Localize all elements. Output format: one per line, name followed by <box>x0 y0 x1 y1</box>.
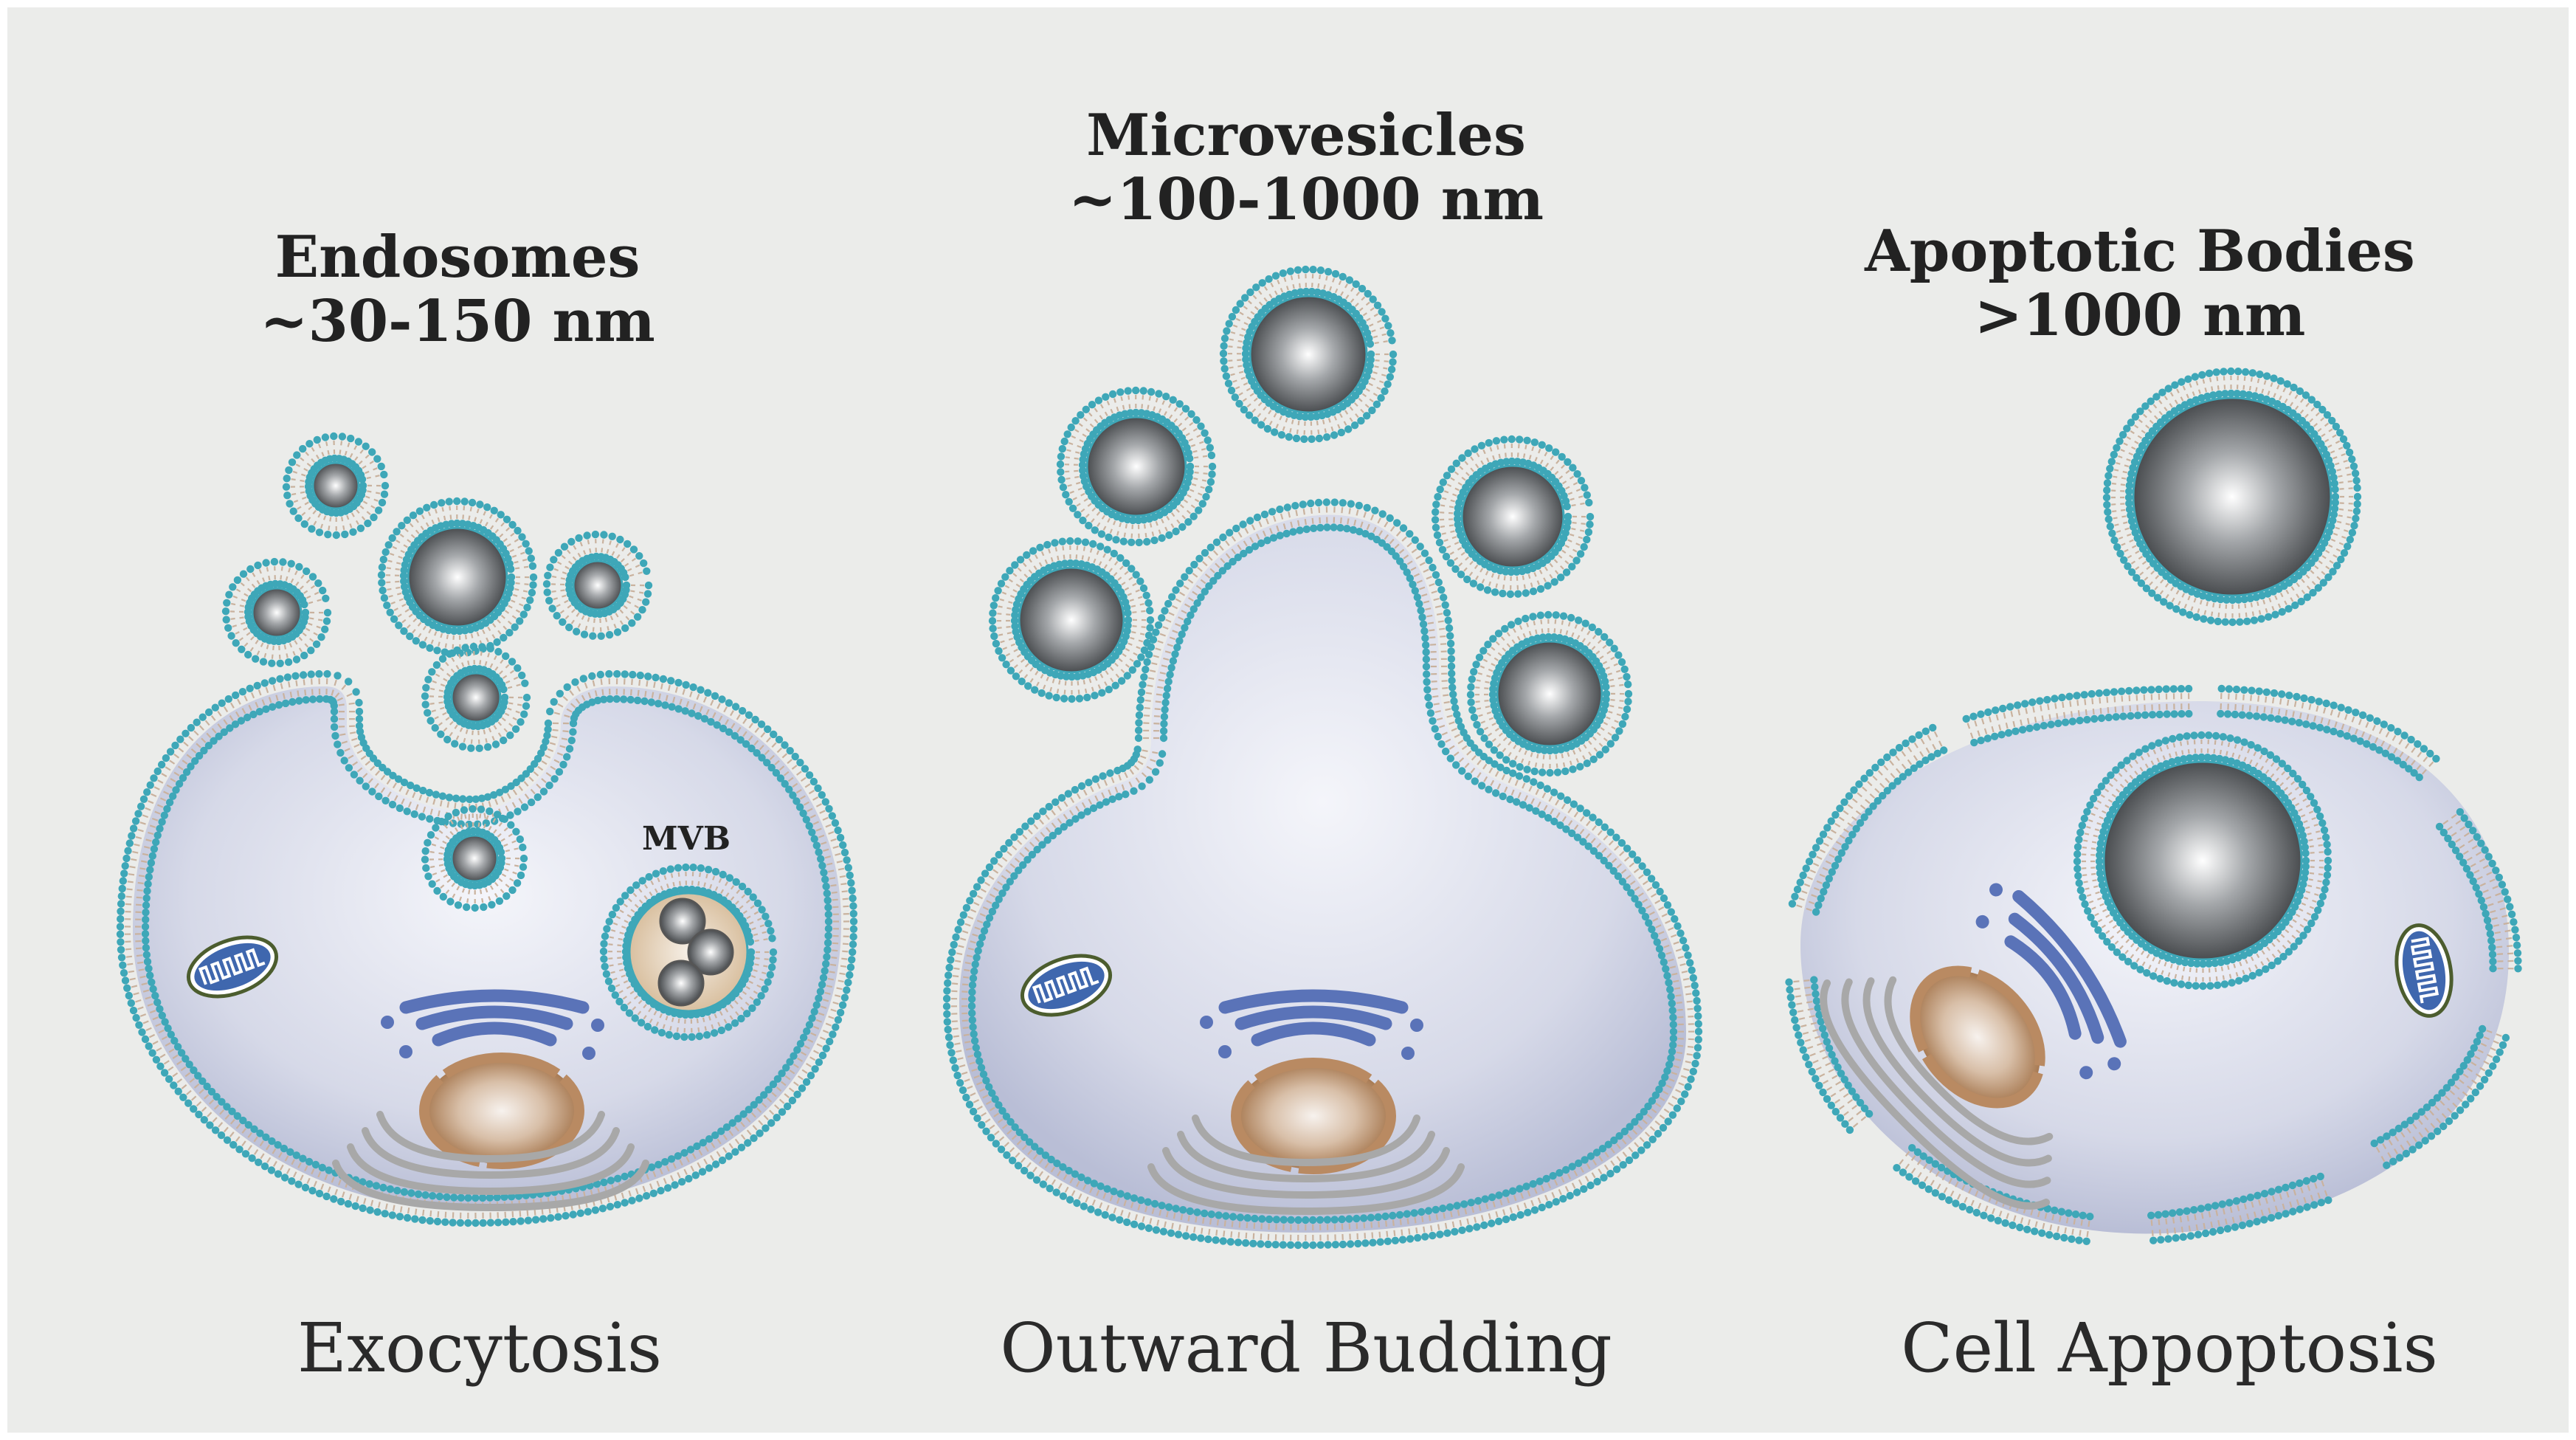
microvesicle-2 <box>1056 386 1217 547</box>
endosome-5-membrane <box>421 642 531 752</box>
mvb-label: MVB <box>641 820 731 858</box>
endosome-1 <box>282 432 390 540</box>
golgi-2 <box>1200 989 1423 1060</box>
cell-apoptosis-membrane-fragment-8 <box>1785 976 1874 1134</box>
er-2 <box>1147 1115 1465 1216</box>
microvesicle-4-membrane <box>988 537 1155 703</box>
caption-outward-budding: Outward Budding <box>1000 1309 1612 1388</box>
endosome-3-membrane <box>542 530 653 640</box>
microvesicle-5-membrane <box>1466 610 1633 777</box>
endosome-6 <box>421 805 528 912</box>
microvesicle-5-core <box>1496 640 1603 748</box>
heading-endosomes: Endosomes ~30-150 nm <box>199 225 716 354</box>
microvesicle-4-core <box>1018 566 1125 674</box>
endosome-5 <box>421 642 531 752</box>
microvesicle-3 <box>1431 435 1595 599</box>
microvesicle-1-membrane <box>1219 265 1398 444</box>
endosome-5-core <box>450 672 502 723</box>
cell-apoptosis-membrane-fragment-6 <box>2147 1172 2332 1244</box>
microvesicle-3-membrane <box>1431 435 1595 599</box>
cell-apoptosis-membrane-fragment-1 <box>1788 723 1948 916</box>
nucleus-1 <box>419 1053 584 1169</box>
caption-exocytosis: Exocytosis <box>297 1309 663 1388</box>
apoptotic-body-1-membrane <box>2102 367 2362 627</box>
heading-apoptotic-bodies-name: Apoptotic Bodies <box>1865 218 2415 285</box>
microvesicle-2-membrane <box>1056 386 1217 547</box>
cell-budding-cytoplasm <box>959 514 1686 1233</box>
golgi-3 <box>1975 883 2127 1080</box>
cell-exocytosis-cytoplasm <box>133 686 841 1210</box>
heading-apoptotic-bodies: Apoptotic Bodies >1000 nm <box>1845 219 2435 348</box>
heading-endosomes-name: Endosomes <box>274 224 640 291</box>
heading-microvesicles-size: ~100-1000 nm <box>1068 166 1544 234</box>
heading-apoptotic-bodies-size: >1000 nm <box>1974 282 2306 350</box>
microvesicle-2-core <box>1085 416 1187 517</box>
endosome-4-core <box>251 587 303 638</box>
heading-endosomes-size: ~30-150 nm <box>260 288 655 356</box>
endosome-4-membrane <box>221 557 332 667</box>
golgi-1 <box>381 989 604 1060</box>
heading-microvesicles: Microvesicles ~100-1000 nm <box>1011 103 1601 232</box>
nucleus-3 <box>1910 965 2045 1109</box>
mvb-vesicle-2 <box>687 929 734 976</box>
mitochondrion-2 <box>1020 954 1113 1017</box>
microvesicle-1 <box>1219 265 1398 444</box>
apoptotic-body-2-core <box>2102 760 2303 961</box>
cell-apoptosis-membrane-fragment-2 <box>1962 684 2193 747</box>
apoptotic-body-1 <box>2102 367 2362 627</box>
cell-apoptosis-membrane-fragment-3 <box>2217 684 2440 782</box>
endosome-3-core <box>572 559 624 611</box>
endosome-1-membrane <box>282 432 390 540</box>
cell-budding-membrane <box>942 498 1703 1250</box>
mvb <box>599 863 778 1041</box>
er-3 <box>1820 976 2054 1210</box>
mvb-vesicle-1 <box>659 898 706 945</box>
cell-exocytosis-membrane <box>116 669 858 1227</box>
endosome-6-membrane <box>421 805 528 912</box>
er-1 <box>332 1111 649 1212</box>
microvesicle-1-core <box>1249 294 1368 414</box>
cell-apoptosis-membrane-fragment-4 <box>2435 807 2522 973</box>
endosome-1-core <box>311 461 360 510</box>
endosome-6-core <box>450 834 499 883</box>
caption-cell-apoptosis: Cell Appoptosis <box>1901 1309 2438 1388</box>
mitochondrion-1 <box>186 935 279 999</box>
endosome-4 <box>221 557 332 667</box>
mitochondrion-3 <box>2394 923 2454 1018</box>
nucleus-2 <box>1231 1058 1396 1174</box>
apoptotic-body-2 <box>2073 731 2332 991</box>
endosome-3 <box>542 530 653 640</box>
cell-apoptosis-membrane-fragment-5 <box>2370 1024 2510 1170</box>
apoptotic-body-2-membrane <box>2073 731 2332 991</box>
apoptotic-body-1-core <box>2132 396 2332 597</box>
microvesicle-5 <box>1466 610 1633 777</box>
mvb-vesicle-3 <box>657 960 705 1007</box>
microvesicle-4 <box>988 537 1155 703</box>
heading-microvesicles-name: Microvesicles <box>1086 102 1526 169</box>
microvesicle-3-core <box>1460 464 1565 569</box>
endosome-2-core <box>407 526 508 628</box>
